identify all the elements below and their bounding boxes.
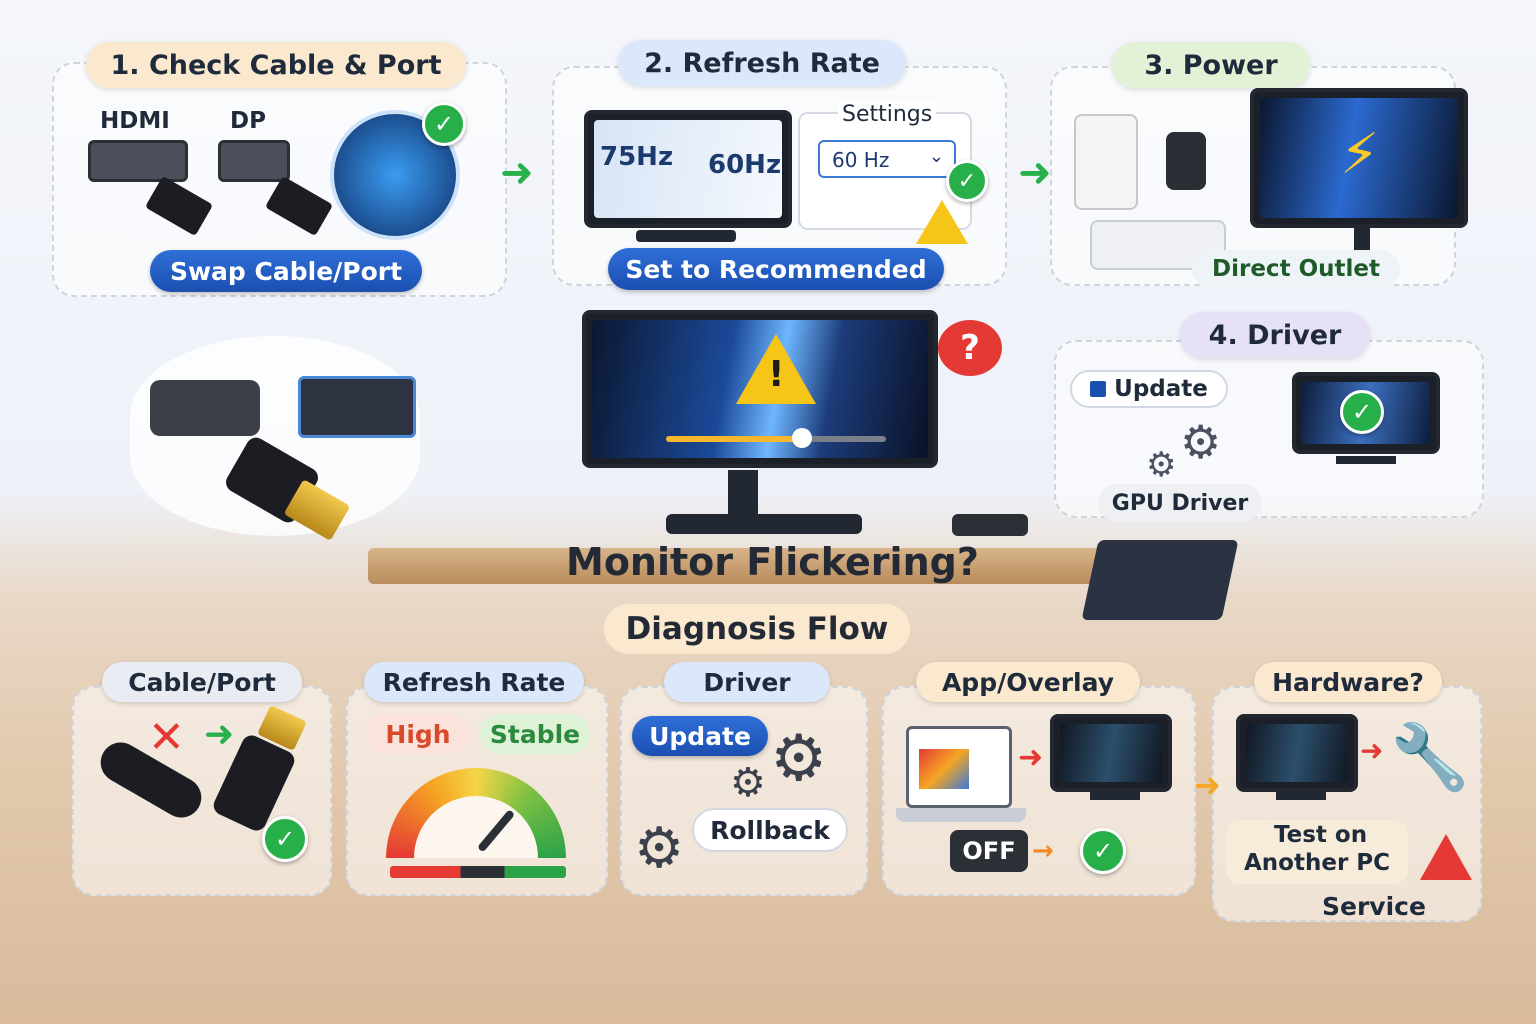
outlet <box>1074 114 1138 210</box>
diagnosis-flow-label: Diagnosis Flow <box>604 604 910 654</box>
laptop <box>1081 540 1239 620</box>
arrow-icon: ➜ <box>204 714 235 755</box>
port-detail-socket <box>298 376 416 438</box>
stable-label: Stable <box>480 714 590 754</box>
high-label: High <box>366 714 470 754</box>
test-card <box>1226 820 1408 884</box>
wrench-icon: 🔧 <box>1390 721 1470 795</box>
driver-title: Driver <box>664 662 830 702</box>
gear-icon: ⚙ <box>1146 445 1177 485</box>
rate-bar <box>390 866 566 878</box>
step1-title: 1. Check Cable & Port <box>86 42 466 88</box>
phone <box>952 514 1028 536</box>
update-icon <box>1090 381 1107 397</box>
plug-icon <box>1166 132 1206 190</box>
step2-title: 2. Refresh Rate <box>618 40 906 86</box>
warning-icon <box>736 334 816 404</box>
arrow-icon: ➜ <box>1018 740 1044 775</box>
arrow-icon: ➜ <box>1018 150 1052 196</box>
hardware-title: Hardware? <box>1254 662 1442 702</box>
hdmi-port <box>88 140 188 182</box>
step4-title: 4. Driver <box>1180 312 1370 358</box>
question-icon: ? <box>938 320 1002 376</box>
check-icon: ✓ <box>262 816 308 862</box>
dp-port <box>218 140 290 182</box>
off-toggle[interactable]: OFF <box>950 830 1028 872</box>
service-label: Service <box>1322 892 1426 921</box>
test-line1: Test on <box>1274 822 1368 848</box>
arrow-icon: ➜ <box>500 150 534 196</box>
set-recommended-button[interactable]: Set to Recommended <box>608 248 944 290</box>
dropdown-value: 60 Hz <box>832 148 890 172</box>
from-rate: 75Hz <box>600 142 674 172</box>
check-icon: ✓ <box>1340 390 1384 434</box>
swap-cable-button[interactable]: Swap Cable/Port <box>150 250 422 292</box>
slider-handle <box>792 428 812 448</box>
refresh-title: Refresh Rate <box>364 662 584 702</box>
test-line2: Another PC <box>1244 850 1391 876</box>
refresh-dropdown[interactable]: 60 Hz ⌄ <box>818 140 956 178</box>
lightning-icon: ⚡ <box>1340 122 1380 187</box>
x-icon: ✕ <box>148 712 185 763</box>
dp-label: DP <box>230 108 266 134</box>
app-monitor <box>1050 714 1172 792</box>
arrow-icon: ➜ <box>1360 734 1384 767</box>
port-detail-laptop <box>150 380 260 436</box>
step3-title: 3. Power <box>1112 42 1310 88</box>
check-icon: ✓ <box>1080 828 1126 874</box>
hdmi-label: HDMI <box>100 108 170 134</box>
driver-update-btn[interactable]: Update <box>632 716 768 756</box>
update-label: Update <box>1114 376 1208 402</box>
question-mark: ? <box>960 328 980 368</box>
gear-icon: ⚙ <box>1180 415 1222 469</box>
arrow-icon: → <box>1032 836 1054 866</box>
desk <box>368 548 1128 584</box>
driver-update-button[interactable]: Update <box>1070 370 1228 408</box>
warning-icon <box>916 200 968 244</box>
check-icon: ✓ <box>422 102 466 146</box>
refresh-monitor <box>584 110 792 228</box>
gear-icon: ⚙ <box>770 722 828 796</box>
warning-mark: ! <box>768 354 785 395</box>
check-icon: ✓ <box>946 160 988 202</box>
cable-title: Cable/Port <box>102 662 302 702</box>
chevron-down-icon: ⌄ <box>928 146 944 167</box>
gpu-driver-label: GPU Driver <box>1098 484 1262 522</box>
warning-icon <box>1420 834 1472 880</box>
power-monitor: ⚡ <box>1250 88 1468 228</box>
gear-icon: ⚙ <box>730 760 766 806</box>
to-rate: 60Hz <box>708 150 782 180</box>
app-title: App/Overlay <box>916 662 1140 702</box>
rollback-button[interactable]: Rollback <box>692 808 848 852</box>
flicker-monitor: ! <box>582 310 938 468</box>
power-strip <box>1090 220 1226 270</box>
arrow-icon: ➜ <box>1194 766 1221 804</box>
brightness-slider <box>666 436 886 442</box>
main-title: Monitor Flickering? <box>566 540 979 584</box>
settings-label: Settings <box>838 102 937 127</box>
hardware-monitor <box>1236 714 1358 792</box>
direct-outlet-label: Direct Outlet <box>1192 250 1400 288</box>
gear-icon: ⚙ <box>634 816 685 881</box>
app-window <box>906 726 1012 808</box>
